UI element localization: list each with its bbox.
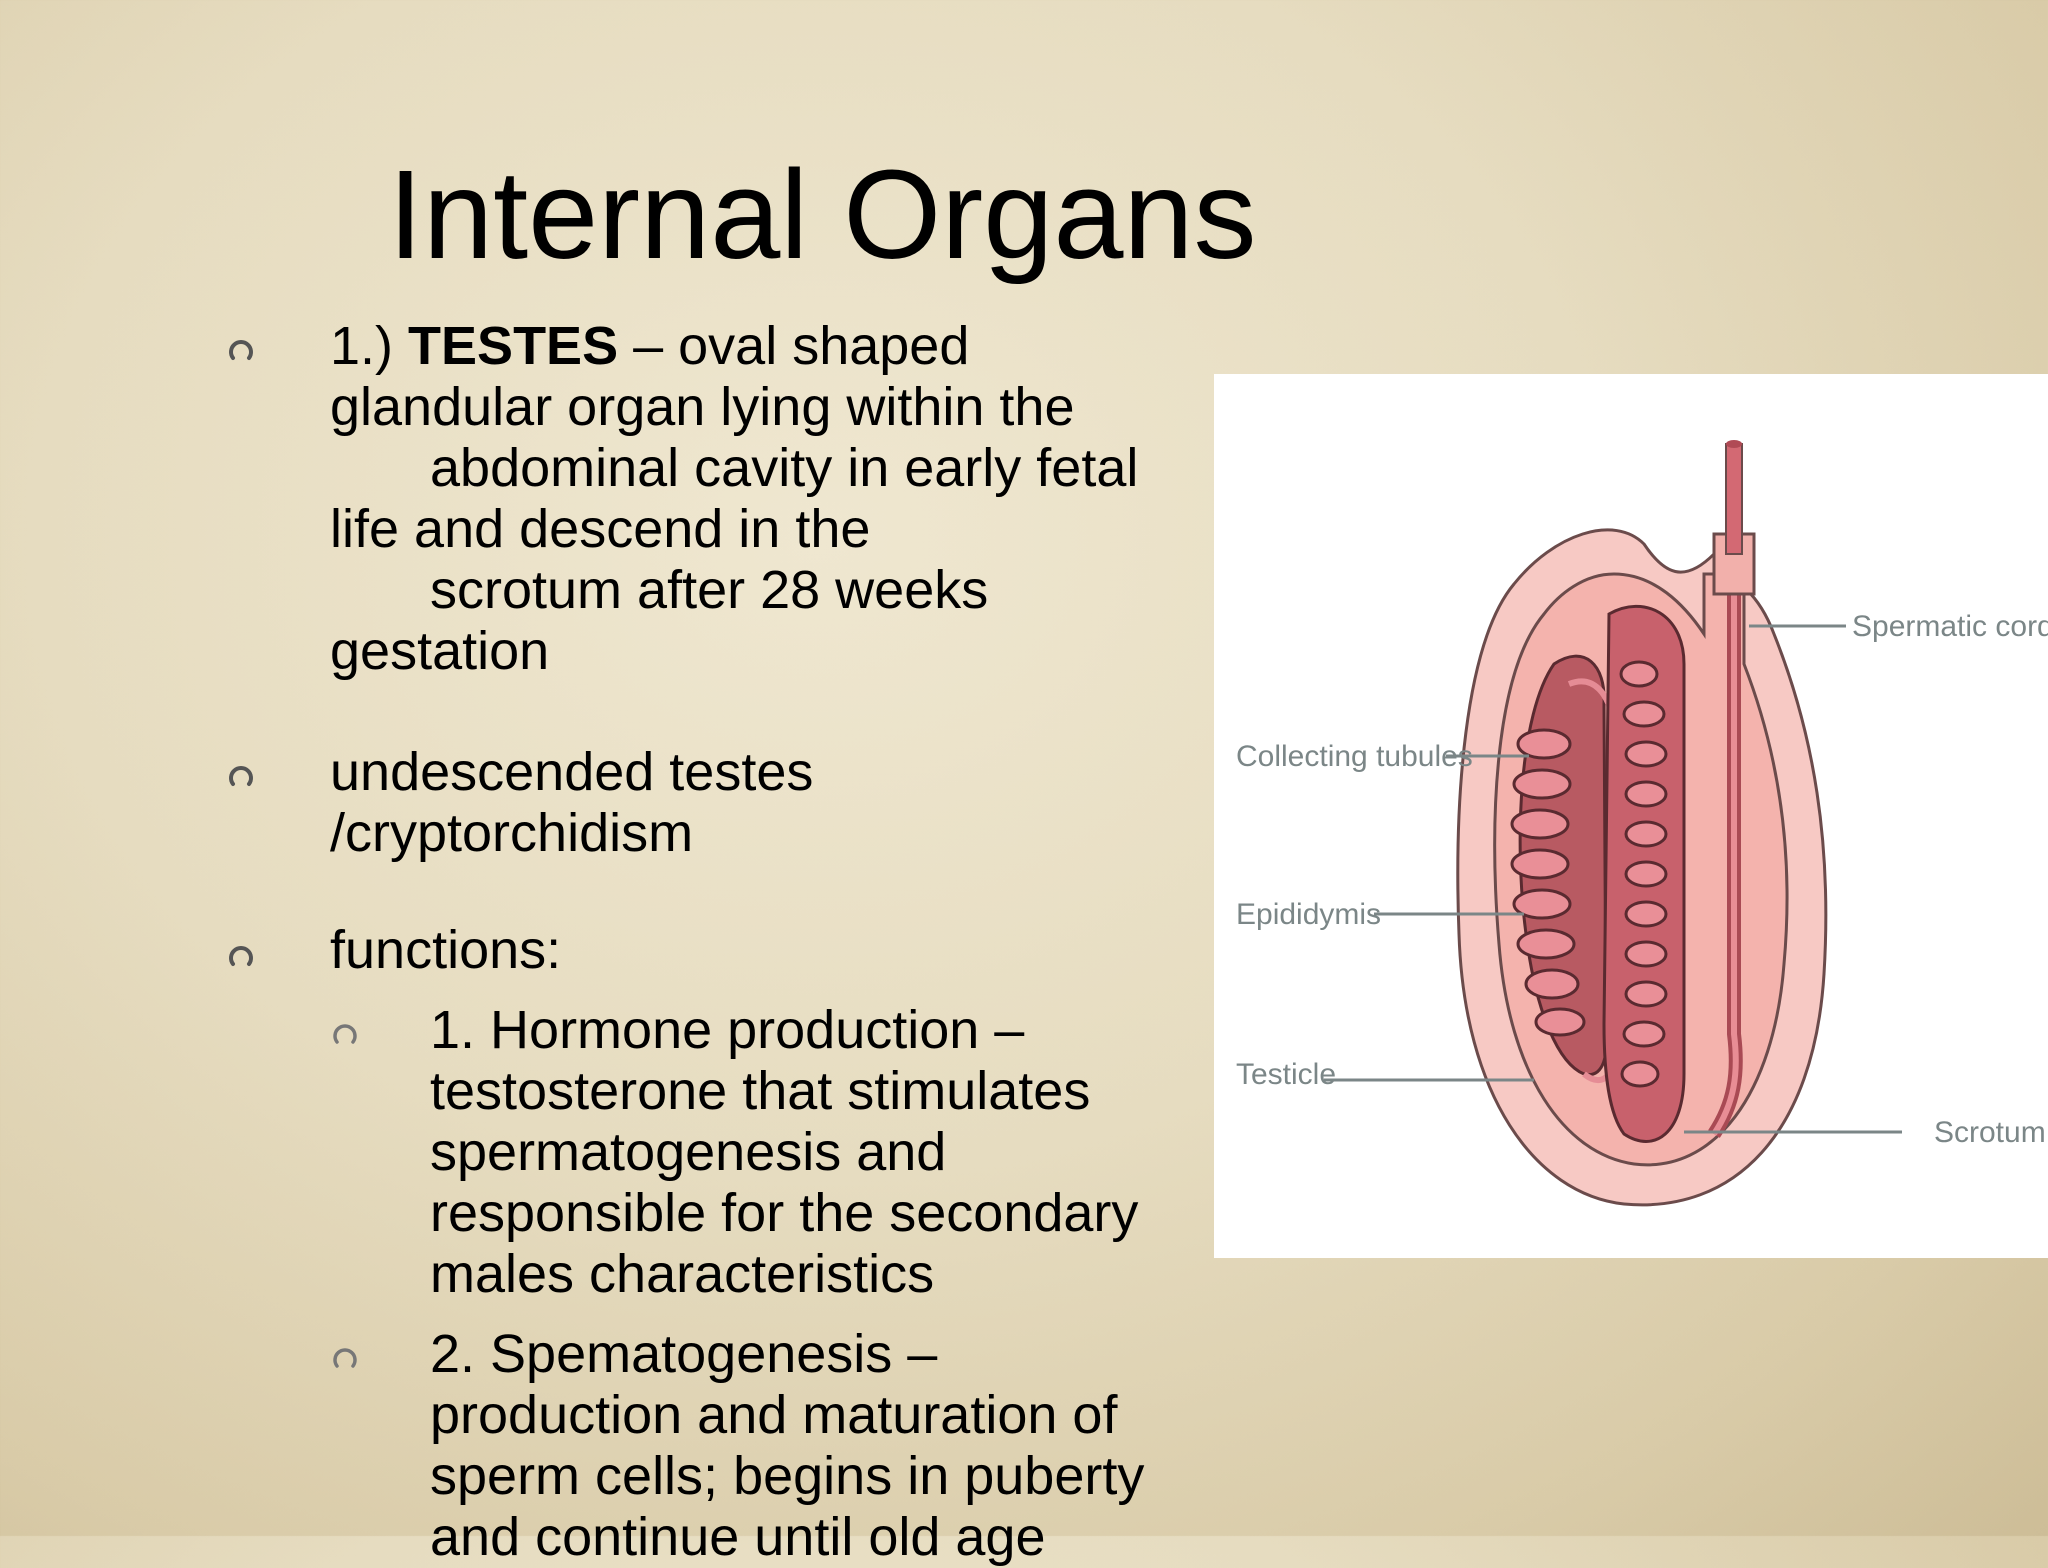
function-item: 2. Spematogenesis – production and matur… xyxy=(430,1324,1220,1568)
bullet-testes: 1.) TESTES – oval shaped glandular organ… xyxy=(330,316,1210,682)
testes-term: TESTES xyxy=(408,316,619,376)
function-line: sperm cells; begins in puberty xyxy=(430,1446,1145,1506)
sub-bullet-marker-icon xyxy=(332,1022,358,1048)
function-line: males characteristics xyxy=(430,1244,935,1304)
function-item: 1. Hormone production – testosterone tha… xyxy=(430,1000,1220,1305)
label-epididymis: Epididymis xyxy=(1236,898,1381,931)
function-line: and continue until old age xyxy=(430,1507,1046,1567)
label-scrotum: Scrotum xyxy=(1934,1116,2046,1149)
label-collecting-tubules: Collecting tubules xyxy=(1236,740,1473,773)
function-line: 2. Spematogenesis – xyxy=(430,1324,938,1384)
label-spermatic-cord: Spermatic cord xyxy=(1852,610,2048,643)
sub-bullet-marker-icon xyxy=(332,1346,358,1372)
testes-line-2: glandular organ lying within the xyxy=(330,377,1075,437)
testes-line-3: abdominal cavity in early fetal xyxy=(430,438,1139,498)
function-line: production and maturation of xyxy=(430,1385,1118,1445)
undescended-line-2: /cryptorchidism xyxy=(330,803,694,863)
functions-label: functions: xyxy=(330,920,562,980)
testes-line-4: life and descend in the xyxy=(330,499,871,559)
bullet-undescended: undescended testes /cryptorchidism xyxy=(330,742,1190,864)
slide: Internal Organs 1.) TESTES – oval shaped… xyxy=(228,144,2048,1567)
function-line: 1. Hormone production – xyxy=(430,1000,1025,1060)
bullet-marker-icon xyxy=(228,764,254,790)
undescended-line-1: undescended testes xyxy=(330,742,814,802)
testes-line-6: gestation xyxy=(330,621,550,681)
testis-diagram: Spermatic cord Collecting tubules Epidid… xyxy=(1214,374,2048,1258)
bullet-marker-icon xyxy=(228,944,254,970)
function-line: testosterone that stimulates xyxy=(430,1061,1091,1121)
testes-line-5: scrotum after 28 weeks xyxy=(430,560,989,620)
label-testicle: Testicle xyxy=(1236,1058,1336,1091)
testes-line-1: 1.) TESTES – oval shaped xyxy=(330,316,970,376)
function-line: spermatogenesis and xyxy=(430,1122,947,1182)
bullet-functions: functions: xyxy=(330,920,1190,981)
function-line: responsible for the secondary xyxy=(430,1183,1139,1243)
bullet-marker-icon xyxy=(228,338,254,364)
slide-title: Internal Organs xyxy=(388,144,1257,285)
